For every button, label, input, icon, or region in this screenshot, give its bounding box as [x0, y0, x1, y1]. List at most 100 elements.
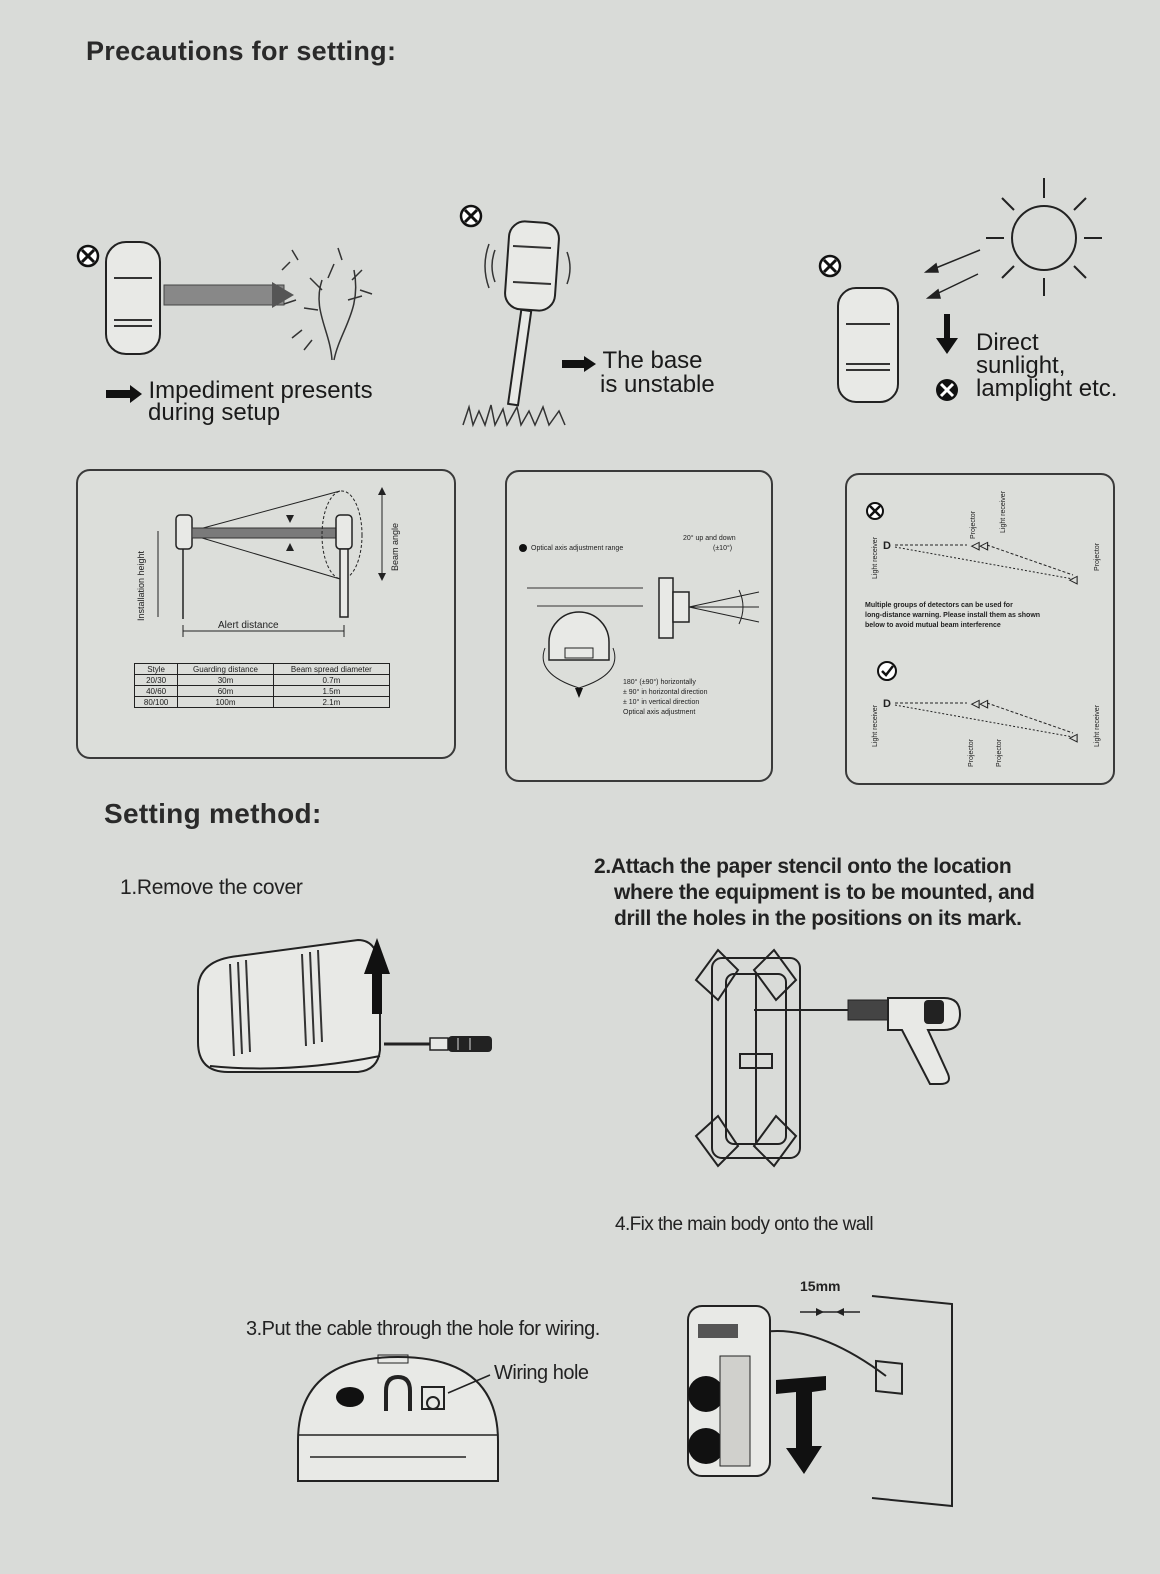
- x-circle-icon: [459, 204, 483, 228]
- svg-text:◁: ◁: [1068, 732, 1078, 744]
- svg-text:D: D: [883, 540, 891, 552]
- spec-table: Style Guarding distance Beam spread diam…: [133, 663, 391, 708]
- step2-line1: 2.Attach the paper stencil onto the loca…: [594, 855, 1012, 878]
- paper-stencil: [694, 948, 801, 1168]
- note-line4: Optical axis adjustment: [623, 709, 695, 716]
- screwdriver-icon: [384, 1036, 492, 1052]
- sun-rays: [923, 249, 981, 299]
- projector-label: Projector: [968, 738, 975, 767]
- mount-body-illustration: [687, 1295, 953, 1508]
- table-cell: 1.5m: [272, 685, 391, 697]
- optical-axis-diagram: Optical axis adjustment range 20° up and…: [519, 534, 760, 716]
- installation-height-label: Installation height: [136, 550, 146, 621]
- optical-axis-panel: Optical axis adjustment range 20° up and…: [505, 470, 773, 782]
- multi-group-panel: Light receiver D ◁◁ ◁ Projector Light re…: [845, 473, 1115, 785]
- arrow-down-icon: [776, 1376, 826, 1474]
- unstable-base-illustration: [459, 204, 571, 428]
- projector-label: Projector: [996, 738, 1003, 767]
- sunlight-line3: lamplight etc.: [976, 375, 1118, 402]
- table-row: 20/30 30m 0.7m: [133, 674, 391, 686]
- projector-label: Projector: [1094, 542, 1101, 571]
- note-line1: 180° (±90°) horizontally: [623, 678, 696, 686]
- grass-drawing: [462, 404, 566, 428]
- arrow-up-icon: [364, 938, 390, 1014]
- spec-header-diameter: Beam spread diameter: [272, 663, 391, 675]
- arrow-right-icon: [106, 384, 142, 403]
- impediment-caption: Impediment presents: [106, 377, 373, 404]
- unstable-caption: The base: [562, 347, 703, 374]
- step2-line2: where the equipment is to be mounted, an…: [614, 881, 1035, 904]
- stencil-drill-illustration: [694, 948, 962, 1168]
- multi-note-line1: Multiple groups of detectors can be used…: [865, 602, 1013, 609]
- detector-body: [837, 287, 899, 403]
- step1-text: 1.Remove the cover: [120, 876, 303, 899]
- sunlight-line1: Direct: [976, 329, 1039, 356]
- table-cell: 60m: [177, 685, 274, 697]
- wiring-hole-illustration: [297, 1354, 499, 1482]
- sun-icon: [986, 178, 1102, 296]
- wiring-hole-label: Wiring hole: [494, 1362, 589, 1384]
- svg-text:◁◁: ◁◁: [970, 540, 988, 552]
- unstable-line1: The base: [602, 347, 703, 374]
- remove-cover-illustration: [197, 938, 492, 1073]
- table-cell: 2.1m: [272, 696, 391, 708]
- spec-header-distance: Guarding distance: [177, 663, 274, 675]
- table-cell: 80/100: [133, 696, 179, 708]
- note-line3: ± 10° in vertical direction: [623, 698, 699, 706]
- step3-text: 3.Put the cable through the hole for wir…: [246, 1318, 600, 1340]
- svg-text:◁◁: ◁◁: [970, 698, 988, 710]
- x-circle-icon: [76, 244, 100, 268]
- impediment-illustration: [76, 241, 373, 361]
- check-circle-icon: [877, 661, 897, 681]
- bush-drawing: [281, 247, 373, 361]
- x-circle-icon: [936, 379, 958, 401]
- light-receiver-label: Light receiver: [1000, 490, 1007, 533]
- table-cell: 20/30: [133, 674, 179, 686]
- table-cell: 0.7m: [272, 674, 391, 686]
- x-circle-icon: [866, 502, 884, 520]
- multi-note-line2: long-distance warning. Please install th…: [865, 612, 1040, 619]
- note-line2: ± 90° in horizontal direction: [623, 688, 708, 696]
- step4-text: 4.Fix the main body onto the wall: [615, 1214, 874, 1235]
- alert-distance-label: Alert distance: [218, 620, 279, 631]
- multi-group-diagram: Light receiver D ◁◁ ◁ Projector Light re…: [865, 490, 1101, 767]
- table-row: 40/60 60m 1.5m: [133, 685, 391, 697]
- main-body: [687, 1305, 771, 1477]
- impediment-line2: during setup: [148, 399, 281, 426]
- table-row: 80/100 100m 2.1m: [133, 696, 391, 708]
- detector-cover: [197, 938, 381, 1073]
- light-receiver-label: Light receiver: [872, 704, 879, 747]
- svg-text:D: D: [883, 698, 891, 710]
- impediment-line1: Impediment presents: [148, 377, 373, 404]
- light-receiver-label: Light receiver: [1094, 704, 1101, 747]
- table-cell: 40/60: [133, 685, 179, 697]
- step2-text: 2.Attach the paper stencil onto the loca…: [594, 854, 1035, 932]
- up-down-label: 20° up and down: [683, 534, 736, 542]
- spec-header-style: Style: [133, 663, 179, 675]
- x-circle-icon: [818, 254, 842, 278]
- projector-label: Projector: [970, 510, 977, 539]
- step2-line3: drill the holes in the positions on its …: [614, 907, 1022, 930]
- sunlight-illustration: [818, 178, 1102, 403]
- detector-body: [105, 241, 161, 355]
- table-cell: 100m: [177, 696, 274, 708]
- precautions-heading: Precautions for setting:: [86, 36, 397, 66]
- setting-method-heading: Setting method:: [104, 798, 322, 829]
- svg-text:◁: ◁: [1068, 574, 1078, 586]
- dimension-label: 15mm: [800, 1278, 841, 1294]
- sunlight-line2: sunlight,: [976, 352, 1066, 379]
- beam-spec-panel: Installation height Beam angle Alert dis…: [76, 469, 456, 759]
- beam-angle-label: Beam angle: [390, 523, 400, 571]
- arrow-right-icon: [562, 355, 596, 372]
- table-cell: 30m: [177, 674, 274, 686]
- light-receiver-label: Light receiver: [872, 536, 879, 579]
- drill-icon: [754, 997, 962, 1085]
- up-down-sub-label: (±10°): [713, 544, 732, 552]
- optical-axis-range-label: Optical axis adjustment range: [531, 545, 623, 552]
- wall: [871, 1295, 953, 1508]
- arrow-down-icon: [936, 314, 958, 354]
- beam-spread-diagram: Installation height Beam angle Alert dis…: [136, 487, 400, 637]
- detector-on-pole: [484, 220, 571, 407]
- beam: [163, 282, 294, 308]
- unstable-line2: is unstable: [600, 371, 715, 398]
